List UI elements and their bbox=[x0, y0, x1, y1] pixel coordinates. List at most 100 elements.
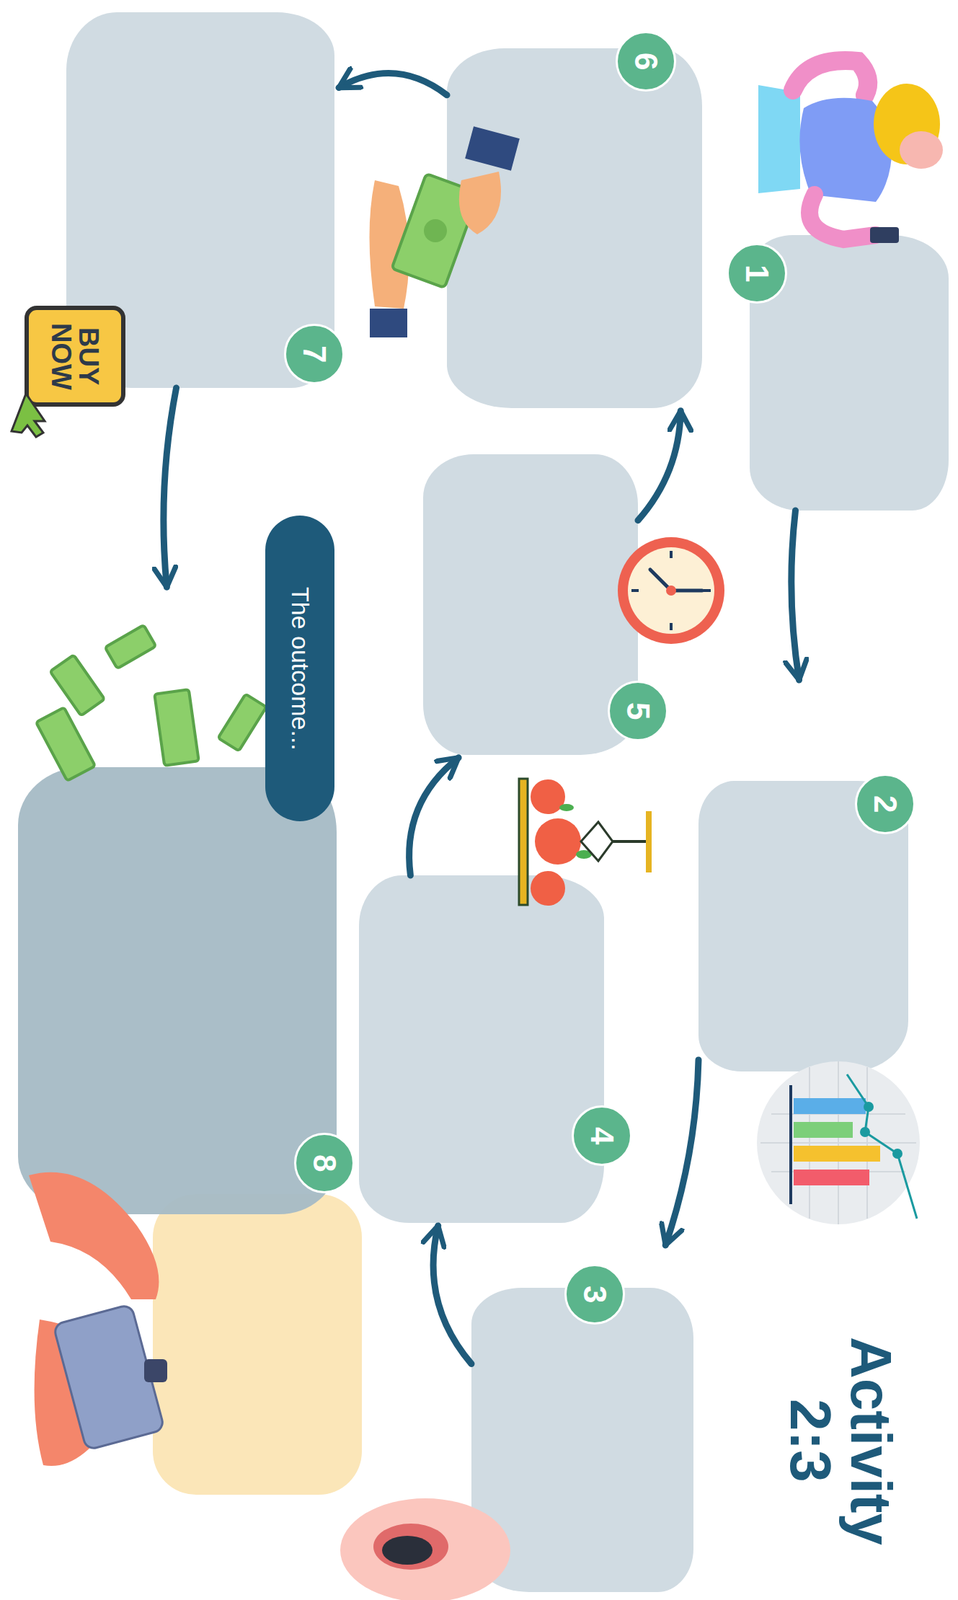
lips bbox=[373, 1523, 449, 1570]
apple bbox=[530, 870, 566, 906]
mouth-inside bbox=[382, 1535, 433, 1565]
apple-scale bbox=[519, 778, 649, 906]
callout-number: 8 bbox=[294, 1132, 355, 1193]
phone bbox=[53, 1304, 166, 1451]
face bbox=[899, 131, 943, 169]
cursor bbox=[11, 393, 45, 437]
money-hands bbox=[369, 126, 520, 338]
hand bbox=[369, 180, 410, 309]
callout-number: 7 bbox=[284, 323, 345, 385]
callout-number: 5 bbox=[607, 680, 669, 742]
face bbox=[340, 1497, 511, 1600]
tick bbox=[669, 622, 673, 631]
hanger bbox=[612, 839, 649, 843]
step-box bbox=[66, 12, 335, 388]
apple bbox=[534, 818, 581, 865]
grid-line bbox=[771, 1170, 906, 1173]
clock bbox=[617, 537, 725, 644]
trend-dot bbox=[892, 1148, 903, 1159]
banknote bbox=[36, 707, 96, 781]
hand bbox=[459, 171, 501, 235]
outcome-tag: The outcome... bbox=[265, 515, 335, 822]
bar bbox=[793, 1121, 853, 1138]
banknote bbox=[391, 173, 479, 288]
step-box bbox=[18, 766, 337, 1214]
banknote bbox=[154, 689, 199, 766]
clock-pin bbox=[666, 585, 677, 596]
hand bbox=[34, 1319, 123, 1466]
chart-axis bbox=[789, 1084, 793, 1204]
scale-bar bbox=[519, 778, 528, 905]
arm bbox=[792, 60, 868, 96]
tick bbox=[669, 550, 673, 558]
cuff bbox=[464, 126, 520, 171]
slide-title: Activity 2:3 bbox=[764, 1321, 902, 1560]
torso bbox=[799, 98, 892, 202]
flow-arrow bbox=[665, 1059, 699, 1245]
flow-arrow bbox=[791, 510, 800, 680]
buy-now-sign bbox=[11, 307, 124, 437]
phone bbox=[870, 227, 899, 243]
yellow-blob bbox=[152, 1193, 362, 1495]
clock-face bbox=[627, 547, 715, 634]
flow-arrow bbox=[409, 757, 460, 876]
laptop bbox=[758, 85, 801, 194]
grid-line bbox=[771, 1112, 906, 1115]
camera bbox=[144, 1358, 168, 1382]
grid-line bbox=[808, 1066, 811, 1219]
callout-number: 1 bbox=[726, 242, 788, 304]
banknote bbox=[105, 624, 157, 669]
clock-ticks bbox=[631, 550, 711, 631]
chart-disc bbox=[756, 1061, 920, 1224]
chart-grid bbox=[760, 1061, 917, 1224]
mouth-illustration bbox=[340, 1497, 511, 1600]
flying-money bbox=[36, 624, 267, 781]
hair bbox=[915, 93, 939, 145]
callout-number: 2 bbox=[854, 773, 916, 835]
woman-illustration bbox=[758, 60, 943, 243]
bar bbox=[793, 1097, 866, 1114]
bar bbox=[793, 1145, 881, 1162]
flow-arrow bbox=[433, 1225, 472, 1364]
scale-base bbox=[645, 810, 652, 873]
step-box bbox=[698, 780, 909, 1072]
hand bbox=[28, 1172, 159, 1299]
trend-line bbox=[846, 1074, 917, 1219]
banknote-mark bbox=[423, 219, 447, 243]
step-box bbox=[423, 454, 638, 755]
flow-arrow bbox=[637, 410, 681, 521]
bar bbox=[793, 1169, 870, 1186]
callout-number: 6 bbox=[615, 30, 677, 92]
flow-arrow bbox=[338, 73, 447, 96]
trend-dot bbox=[863, 1101, 874, 1112]
banknote bbox=[49, 654, 105, 716]
step-box bbox=[471, 1287, 694, 1592]
grid-line bbox=[866, 1066, 868, 1219]
flow-arrow bbox=[163, 387, 177, 587]
hanger bbox=[580, 821, 613, 861]
banknote bbox=[218, 693, 267, 751]
callout-number: 4 bbox=[571, 1105, 633, 1166]
chart-icon bbox=[756, 1061, 920, 1224]
callout-number: 3 bbox=[564, 1263, 625, 1325]
clock-rim bbox=[617, 537, 725, 644]
cuff bbox=[369, 308, 408, 338]
leaf bbox=[575, 849, 592, 859]
arm bbox=[809, 194, 876, 240]
grid-line bbox=[837, 1061, 840, 1224]
step-box bbox=[358, 875, 605, 1223]
tick bbox=[631, 588, 639, 592]
clock-hand bbox=[671, 588, 703, 593]
phone-hands bbox=[28, 1172, 168, 1466]
step-box bbox=[749, 234, 949, 511]
grid-line bbox=[760, 1141, 917, 1144]
tick bbox=[703, 588, 711, 592]
clock-hand bbox=[650, 569, 672, 591]
sign-text: BUY NOW bbox=[28, 309, 122, 403]
